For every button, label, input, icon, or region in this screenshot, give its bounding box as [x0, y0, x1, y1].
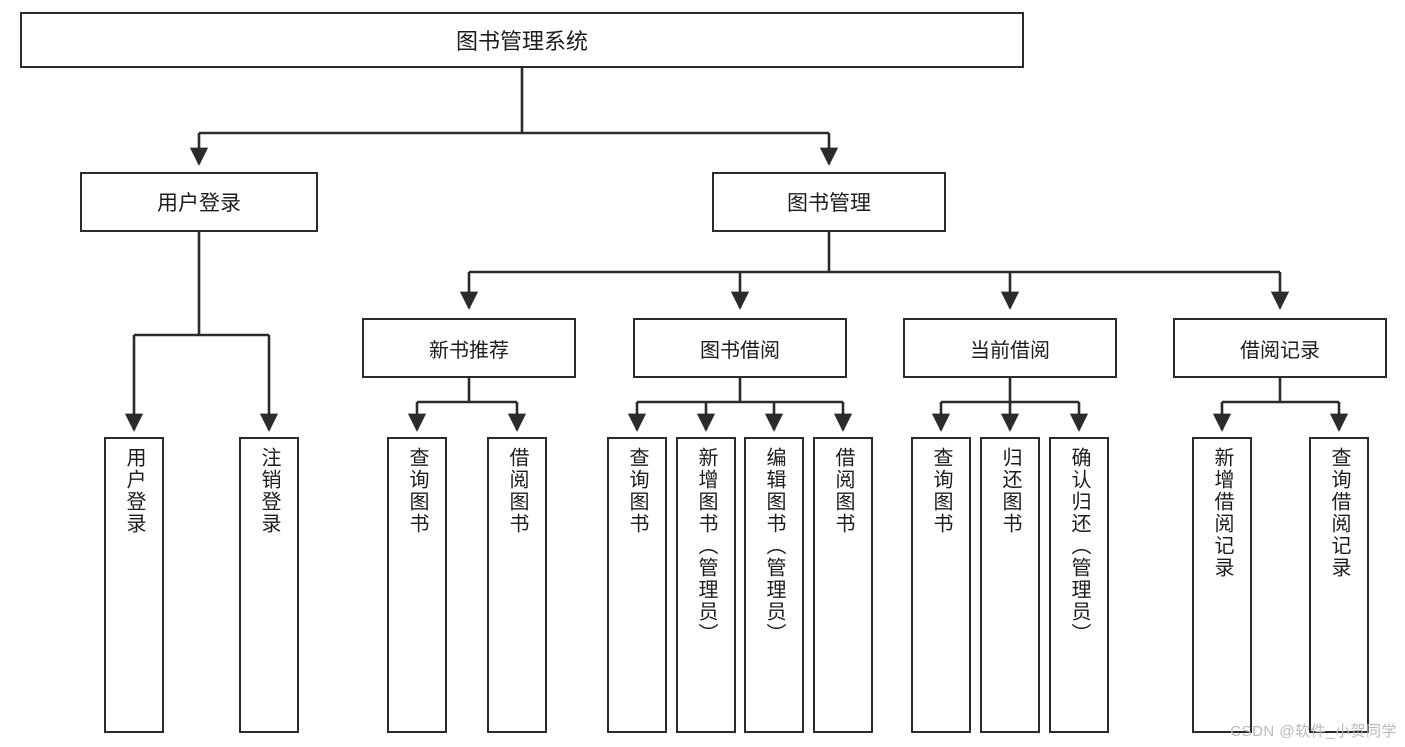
- leaf-current-borrow-return-book[interactable]: 归还图书: [980, 437, 1040, 733]
- node-book-borrow[interactable]: 图书借阅: [633, 318, 847, 378]
- leaf-label: 编辑图书（管理员）: [763, 447, 785, 645]
- leaf-borrow-record-add-record[interactable]: 新增借阅记录: [1192, 437, 1252, 733]
- leaf-label: 确认归还（管理员）: [1068, 447, 1090, 645]
- leaf-new-book-borrow-book[interactable]: 借阅图书: [487, 437, 547, 733]
- leaf-label: 归还图书: [999, 447, 1021, 535]
- leaf-borrow-record-query-record[interactable]: 查询借阅记录: [1309, 437, 1369, 733]
- leaf-label: 查询借阅记录: [1328, 447, 1350, 579]
- leaf-book-borrow-add-book-admin[interactable]: 新增图书（管理员）: [676, 437, 736, 733]
- csdn-watermark: CSDN @软件_小贺同学: [1230, 723, 1397, 740]
- leaf-label: 新增图书（管理员）: [695, 447, 717, 645]
- leaf-label: 借阅图书: [506, 447, 528, 535]
- leaf-book-borrow-query-book[interactable]: 查询图书: [607, 437, 667, 733]
- leaf-user-login-logout[interactable]: 注销登录: [239, 437, 299, 733]
- node-label: 图书借阅: [700, 339, 780, 362]
- leaf-label: 用户登录: [123, 447, 145, 535]
- node-label: 借阅记录: [1240, 339, 1320, 362]
- node-label: 当前借阅: [970, 339, 1050, 362]
- leaf-user-login-login[interactable]: 用户登录: [104, 437, 164, 733]
- node-label: 新书推荐: [429, 339, 509, 362]
- leaf-label: 查询图书: [406, 447, 428, 535]
- node-borrow-record[interactable]: 借阅记录: [1173, 318, 1387, 378]
- leaf-current-borrow-query-book[interactable]: 查询图书: [911, 437, 971, 733]
- node-user-login[interactable]: 用户登录: [80, 172, 318, 232]
- leaf-label: 查询图书: [930, 447, 952, 535]
- node-book-management[interactable]: 图书管理: [712, 172, 946, 232]
- node-current-borrow[interactable]: 当前借阅: [903, 318, 1117, 378]
- leaf-label: 注销登录: [258, 447, 280, 535]
- node-label: 图书管理: [787, 192, 871, 215]
- node-label: 图书管理系统: [455, 29, 588, 54]
- leaf-book-borrow-edit-book-admin[interactable]: 编辑图书（管理员）: [744, 437, 804, 733]
- leaf-current-borrow-confirm-return-admin[interactable]: 确认归还（管理员）: [1049, 437, 1109, 733]
- node-label: 用户登录: [157, 192, 241, 215]
- node-root-book-management-system[interactable]: 图书管理系统: [20, 12, 1024, 68]
- leaf-new-book-query-book[interactable]: 查询图书: [387, 437, 447, 733]
- leaf-book-borrow-borrow-book[interactable]: 借阅图书: [813, 437, 873, 733]
- leaf-label: 新增借阅记录: [1211, 447, 1233, 579]
- leaf-label: 借阅图书: [832, 447, 854, 535]
- node-new-book-recommendation[interactable]: 新书推荐: [362, 318, 576, 378]
- leaf-label: 查询图书: [626, 447, 648, 535]
